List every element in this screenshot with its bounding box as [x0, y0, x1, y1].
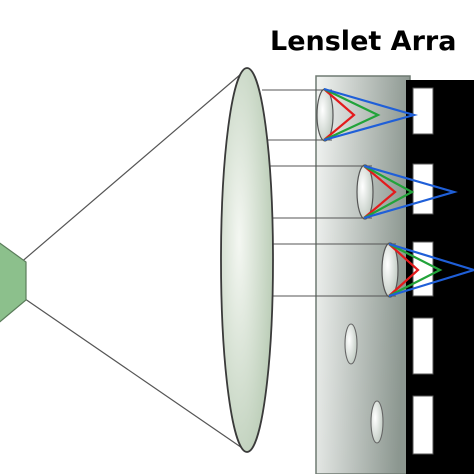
ray-red — [363, 165, 397, 219]
lenslet — [381, 242, 399, 298]
ray-green — [323, 88, 381, 141]
ray-blue — [363, 164, 458, 220]
sensor-pixel — [412, 163, 434, 215]
cone-line-bottom — [11, 289, 249, 453]
lenslet — [344, 323, 358, 365]
sensor-pixel — [412, 87, 434, 135]
object-block — [0, 242, 27, 323]
ray-green — [363, 165, 415, 219]
sensor-pixel — [412, 317, 434, 375]
diagram-title: Lenslet Arra — [270, 26, 456, 57]
ray-blue — [388, 242, 474, 298]
sensor-pixel — [412, 395, 434, 455]
ray-red — [388, 243, 420, 297]
lenslet — [356, 164, 374, 220]
cone-line-top — [11, 67, 249, 271]
ray-green — [388, 243, 443, 297]
ray-red — [323, 88, 356, 141]
main-lens — [220, 67, 274, 453]
lenslet — [370, 400, 384, 444]
ray-blue — [323, 87, 419, 142]
